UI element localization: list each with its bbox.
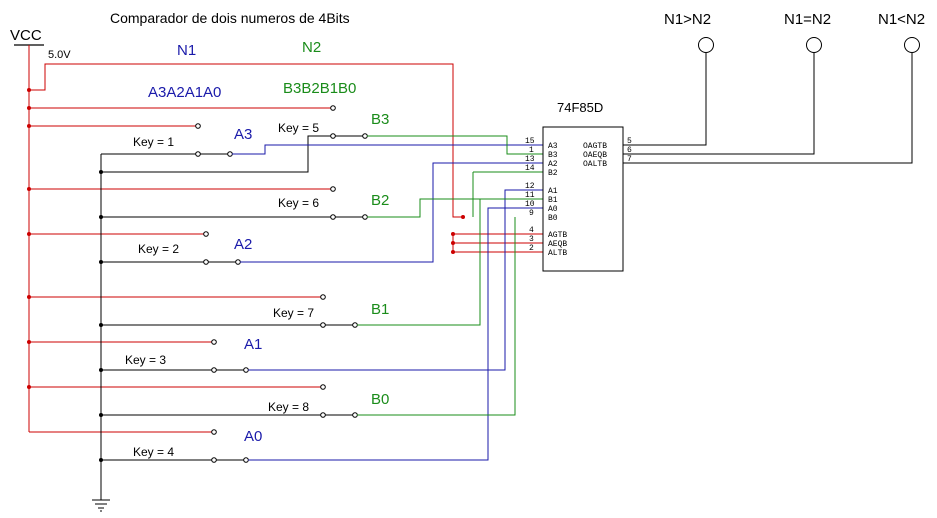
switch-key-4[interactable] bbox=[211, 429, 249, 463]
switch-bit-label: B0 bbox=[371, 391, 389, 408]
switch-bit-label: A3 bbox=[234, 126, 252, 143]
switch-key-6[interactable] bbox=[330, 186, 368, 220]
pin-number: 11 bbox=[525, 191, 535, 200]
switch-key-5[interactable] bbox=[330, 105, 368, 139]
a-bits-label: A3A2A1A0 bbox=[148, 84, 221, 101]
probe-lt-icon bbox=[904, 37, 920, 53]
switch-bit-label: B3 bbox=[371, 111, 389, 128]
switch-key-label: Key = 4 bbox=[133, 445, 174, 459]
pin-name: AGTB bbox=[548, 231, 567, 240]
pin-number: 12 bbox=[525, 182, 535, 191]
switch-key-label: Key = 7 bbox=[273, 306, 314, 320]
switch-key-2[interactable] bbox=[203, 231, 241, 265]
b-wires bbox=[357, 135, 543, 416]
switch-key-1[interactable] bbox=[195, 123, 233, 157]
output-label-gt: N1>N2 bbox=[664, 11, 711, 28]
b-bits-label: B3B2B1B0 bbox=[283, 80, 356, 97]
pin-number: 10 bbox=[525, 200, 535, 209]
pin-name: A0 bbox=[548, 205, 558, 214]
switch-bit-label: A0 bbox=[244, 428, 262, 445]
pin-name: OALTB bbox=[583, 160, 607, 169]
switch-key-label: Key = 8 bbox=[268, 400, 309, 414]
group-n2-label: N2 bbox=[302, 39, 321, 56]
a-wires bbox=[232, 144, 543, 461]
switch-key-8[interactable] bbox=[320, 384, 358, 418]
pin-number: 14 bbox=[525, 164, 535, 173]
chip-left-pins: A3 15 B3 1 A2 13 B2 14 A1 12 B1 11 A0 10… bbox=[525, 137, 567, 258]
pin-number: 5 bbox=[627, 137, 632, 146]
probe-eq-icon bbox=[806, 37, 822, 53]
pin-number: 15 bbox=[525, 137, 535, 146]
switch-key-label: Key = 1 bbox=[133, 135, 174, 149]
pin-name: B0 bbox=[548, 214, 558, 223]
output-label-lt: N1<N2 bbox=[878, 11, 925, 28]
pin-number: 4 bbox=[529, 226, 534, 235]
pin-number: 3 bbox=[529, 235, 534, 244]
pin-name: B3 bbox=[548, 151, 558, 160]
chip-right-pins: OAGTB 5 OAEQB 6 OALTB 7 bbox=[583, 137, 632, 169]
pin-number: 2 bbox=[529, 244, 534, 253]
pin-name: OAGTB bbox=[583, 142, 607, 151]
pin-name: OAEQB bbox=[583, 151, 607, 160]
pin-number: 1 bbox=[529, 146, 534, 155]
pin-number: 6 bbox=[627, 146, 632, 155]
power-wires bbox=[29, 63, 543, 433]
switch-bit-label: A1 bbox=[244, 336, 262, 353]
switch-key-7[interactable] bbox=[320, 294, 358, 328]
output-label-eq: N1=N2 bbox=[784, 11, 831, 28]
switch-key-label: Key = 5 bbox=[278, 121, 319, 135]
chip-name: 74F85D bbox=[557, 100, 603, 115]
pin-name: A1 bbox=[548, 187, 558, 196]
switch-bit-label: A2 bbox=[234, 236, 252, 253]
chip-74f85d bbox=[542, 126, 624, 272]
vcc-voltage: 5.0V bbox=[48, 49, 71, 61]
pin-name: ALTB bbox=[548, 249, 567, 258]
switch-key-label: Key = 2 bbox=[138, 242, 179, 256]
pin-name: AEQB bbox=[548, 240, 567, 249]
pin-name: B2 bbox=[548, 169, 558, 178]
probe-gt-icon bbox=[698, 37, 714, 53]
switch-bit-label: B1 bbox=[371, 301, 389, 318]
pin-number: 7 bbox=[627, 155, 632, 164]
pin-number: 13 bbox=[525, 155, 535, 164]
switch-bit-label: B2 bbox=[371, 192, 389, 209]
switch-key-3[interactable] bbox=[211, 339, 249, 373]
power-junctions bbox=[27, 88, 465, 389]
switch-key-label: Key = 6 bbox=[278, 196, 319, 210]
vcc-symbol bbox=[14, 44, 44, 432]
diagram-title: Comparador de dois numeros de 4Bits bbox=[110, 10, 350, 26]
pin-name: B1 bbox=[548, 196, 558, 205]
ground-junctions bbox=[99, 170, 103, 462]
ground-icon bbox=[92, 499, 110, 512]
b-wires-extra bbox=[419, 171, 543, 217]
switch-key-label: Key = 3 bbox=[125, 353, 166, 367]
vcc-label: VCC bbox=[10, 27, 42, 44]
group-n1-label: N1 bbox=[177, 42, 196, 59]
pin-name: A3 bbox=[548, 142, 558, 151]
output-wires bbox=[623, 53, 913, 164]
pin-name: A2 bbox=[548, 160, 558, 169]
pin-number: 9 bbox=[529, 209, 534, 218]
